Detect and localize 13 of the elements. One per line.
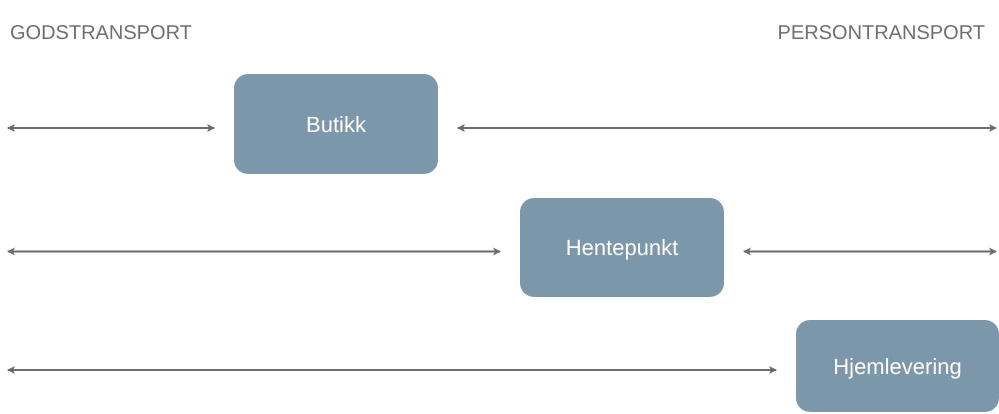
rounded-box xyxy=(796,320,999,412)
double-arrow xyxy=(7,248,501,256)
rounded-box xyxy=(234,74,438,174)
axis-label: PERSONTRANSPORT xyxy=(778,21,985,46)
box-label: Hjemlevering xyxy=(833,352,962,381)
double-arrow xyxy=(743,248,997,256)
axis-label: GODSTRANSPORT xyxy=(10,21,192,46)
double-arrow xyxy=(7,124,215,132)
double-arrow xyxy=(457,124,997,132)
box-label: Butikk xyxy=(306,110,366,138)
box-label: Hentepunkt xyxy=(566,234,678,262)
rounded-box xyxy=(520,198,724,297)
double-arrow xyxy=(7,366,777,374)
